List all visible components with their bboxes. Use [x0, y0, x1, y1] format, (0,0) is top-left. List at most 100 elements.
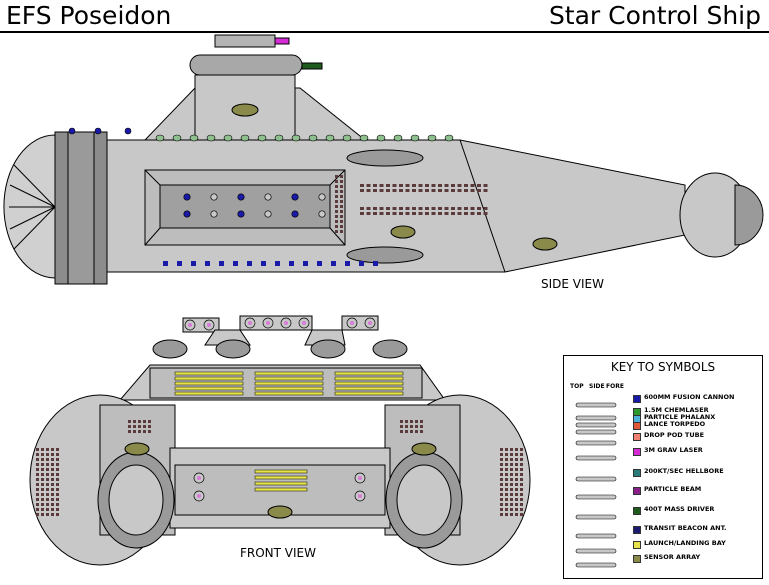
- hull-port: [360, 184, 364, 187]
- turret-core: [302, 321, 306, 325]
- turret-core: [197, 494, 201, 498]
- key-item: 400T MASS DRIVER: [564, 504, 762, 520]
- hull-port: [386, 207, 390, 210]
- hull-port: [457, 212, 462, 215]
- front-port: [56, 508, 59, 511]
- turret-core: [368, 321, 372, 325]
- front-port: [410, 420, 413, 423]
- front-port: [505, 498, 508, 501]
- front-port: [510, 493, 513, 496]
- hull-port: [366, 184, 371, 187]
- dorsal-bump: [274, 134, 284, 142]
- front-port: [36, 458, 39, 461]
- side-cannon: [183, 193, 191, 201]
- mass-driver-icon: [574, 506, 619, 520]
- front-port: [505, 513, 508, 516]
- hull-port: [340, 205, 343, 208]
- front-port: [400, 430, 403, 433]
- hull-port: [335, 225, 338, 228]
- hull-port: [373, 207, 377, 210]
- front-port: [56, 468, 59, 471]
- front-port: [143, 420, 146, 423]
- front-port: [133, 425, 136, 428]
- front-port: [56, 478, 59, 481]
- front-port: [410, 430, 413, 433]
- hull-port: [386, 212, 390, 215]
- key-item: LAUNCH/LANDING BAY: [564, 538, 762, 554]
- front-port-grids: [36, 420, 523, 516]
- hull-port: [418, 207, 423, 210]
- front-port: [41, 448, 44, 451]
- chemlaser-icon: [574, 407, 619, 421]
- hull-port: [335, 210, 338, 213]
- front-port: [515, 458, 518, 461]
- hull-port: [399, 212, 403, 215]
- hull-port: [438, 189, 442, 192]
- hull-port: [444, 189, 449, 192]
- bay-bar: [254, 386, 324, 391]
- top-turret: [214, 34, 276, 48]
- key-swatch: [633, 422, 641, 430]
- hull-port: [405, 207, 410, 210]
- hull-port: [431, 184, 436, 187]
- key-swatch: [633, 526, 641, 534]
- front-port: [51, 458, 54, 461]
- hull-port: [399, 189, 403, 192]
- front-port: [520, 463, 523, 466]
- front-view-label: FRONT VIEW: [240, 546, 317, 560]
- front-port: [51, 478, 54, 481]
- front-port: [36, 513, 39, 516]
- hull-port: [464, 212, 468, 215]
- key-swatch: [633, 507, 641, 515]
- front-port: [56, 513, 59, 516]
- hull-port: [340, 175, 343, 178]
- front-port: [515, 488, 518, 491]
- front-port: [500, 503, 503, 506]
- dorsal-bump: [427, 134, 437, 142]
- front-port: [56, 488, 59, 491]
- tower-sensor: [231, 103, 259, 117]
- front-port: [41, 463, 44, 466]
- front-port: [36, 468, 39, 471]
- front-port: [500, 508, 503, 511]
- key-item: 3M GRAV LASER: [564, 445, 762, 461]
- front-port: [41, 498, 44, 501]
- front-port: [515, 498, 518, 501]
- front-port: [46, 458, 49, 461]
- front-port: [56, 448, 59, 451]
- front-port: [41, 483, 44, 486]
- dorsal-bump: [444, 134, 454, 142]
- hull-port: [438, 184, 442, 187]
- key-label: DROP POD TUBE: [644, 431, 705, 439]
- hull-port: [392, 207, 397, 210]
- lower-weapon-pod: [346, 246, 424, 264]
- front-port: [500, 488, 503, 491]
- turret-core: [207, 323, 211, 327]
- front-port: [520, 458, 523, 461]
- hull-port: [335, 205, 338, 208]
- front-port: [133, 420, 136, 423]
- front-port: [520, 493, 523, 496]
- hull-port: [392, 212, 397, 215]
- hull-port: [444, 184, 449, 187]
- hull-port: [340, 180, 343, 183]
- front-port: [500, 458, 503, 461]
- hull-port: [373, 184, 377, 187]
- hull-port: [412, 184, 416, 187]
- hull-port: [379, 189, 384, 192]
- front-port: [51, 493, 54, 496]
- front-port: [46, 508, 49, 511]
- bay-bar: [254, 371, 324, 376]
- hull-port: [477, 184, 481, 187]
- bay-bar: [334, 391, 404, 396]
- key-item: DROP POD TUBE: [564, 430, 762, 446]
- hull-port: [405, 184, 410, 187]
- hull-port: [470, 189, 475, 192]
- hull-port: [470, 184, 475, 187]
- hull-port: [405, 189, 410, 192]
- side-cannon: [237, 210, 245, 218]
- key-item: 200KT/SEC HELLBORE: [564, 466, 762, 482]
- front-port: [405, 430, 408, 433]
- symbol-key: KEY TO SYMBOLS TOP SIDE FORE 600MM FUSIO…: [563, 355, 763, 579]
- side-keel-ports: [163, 261, 378, 266]
